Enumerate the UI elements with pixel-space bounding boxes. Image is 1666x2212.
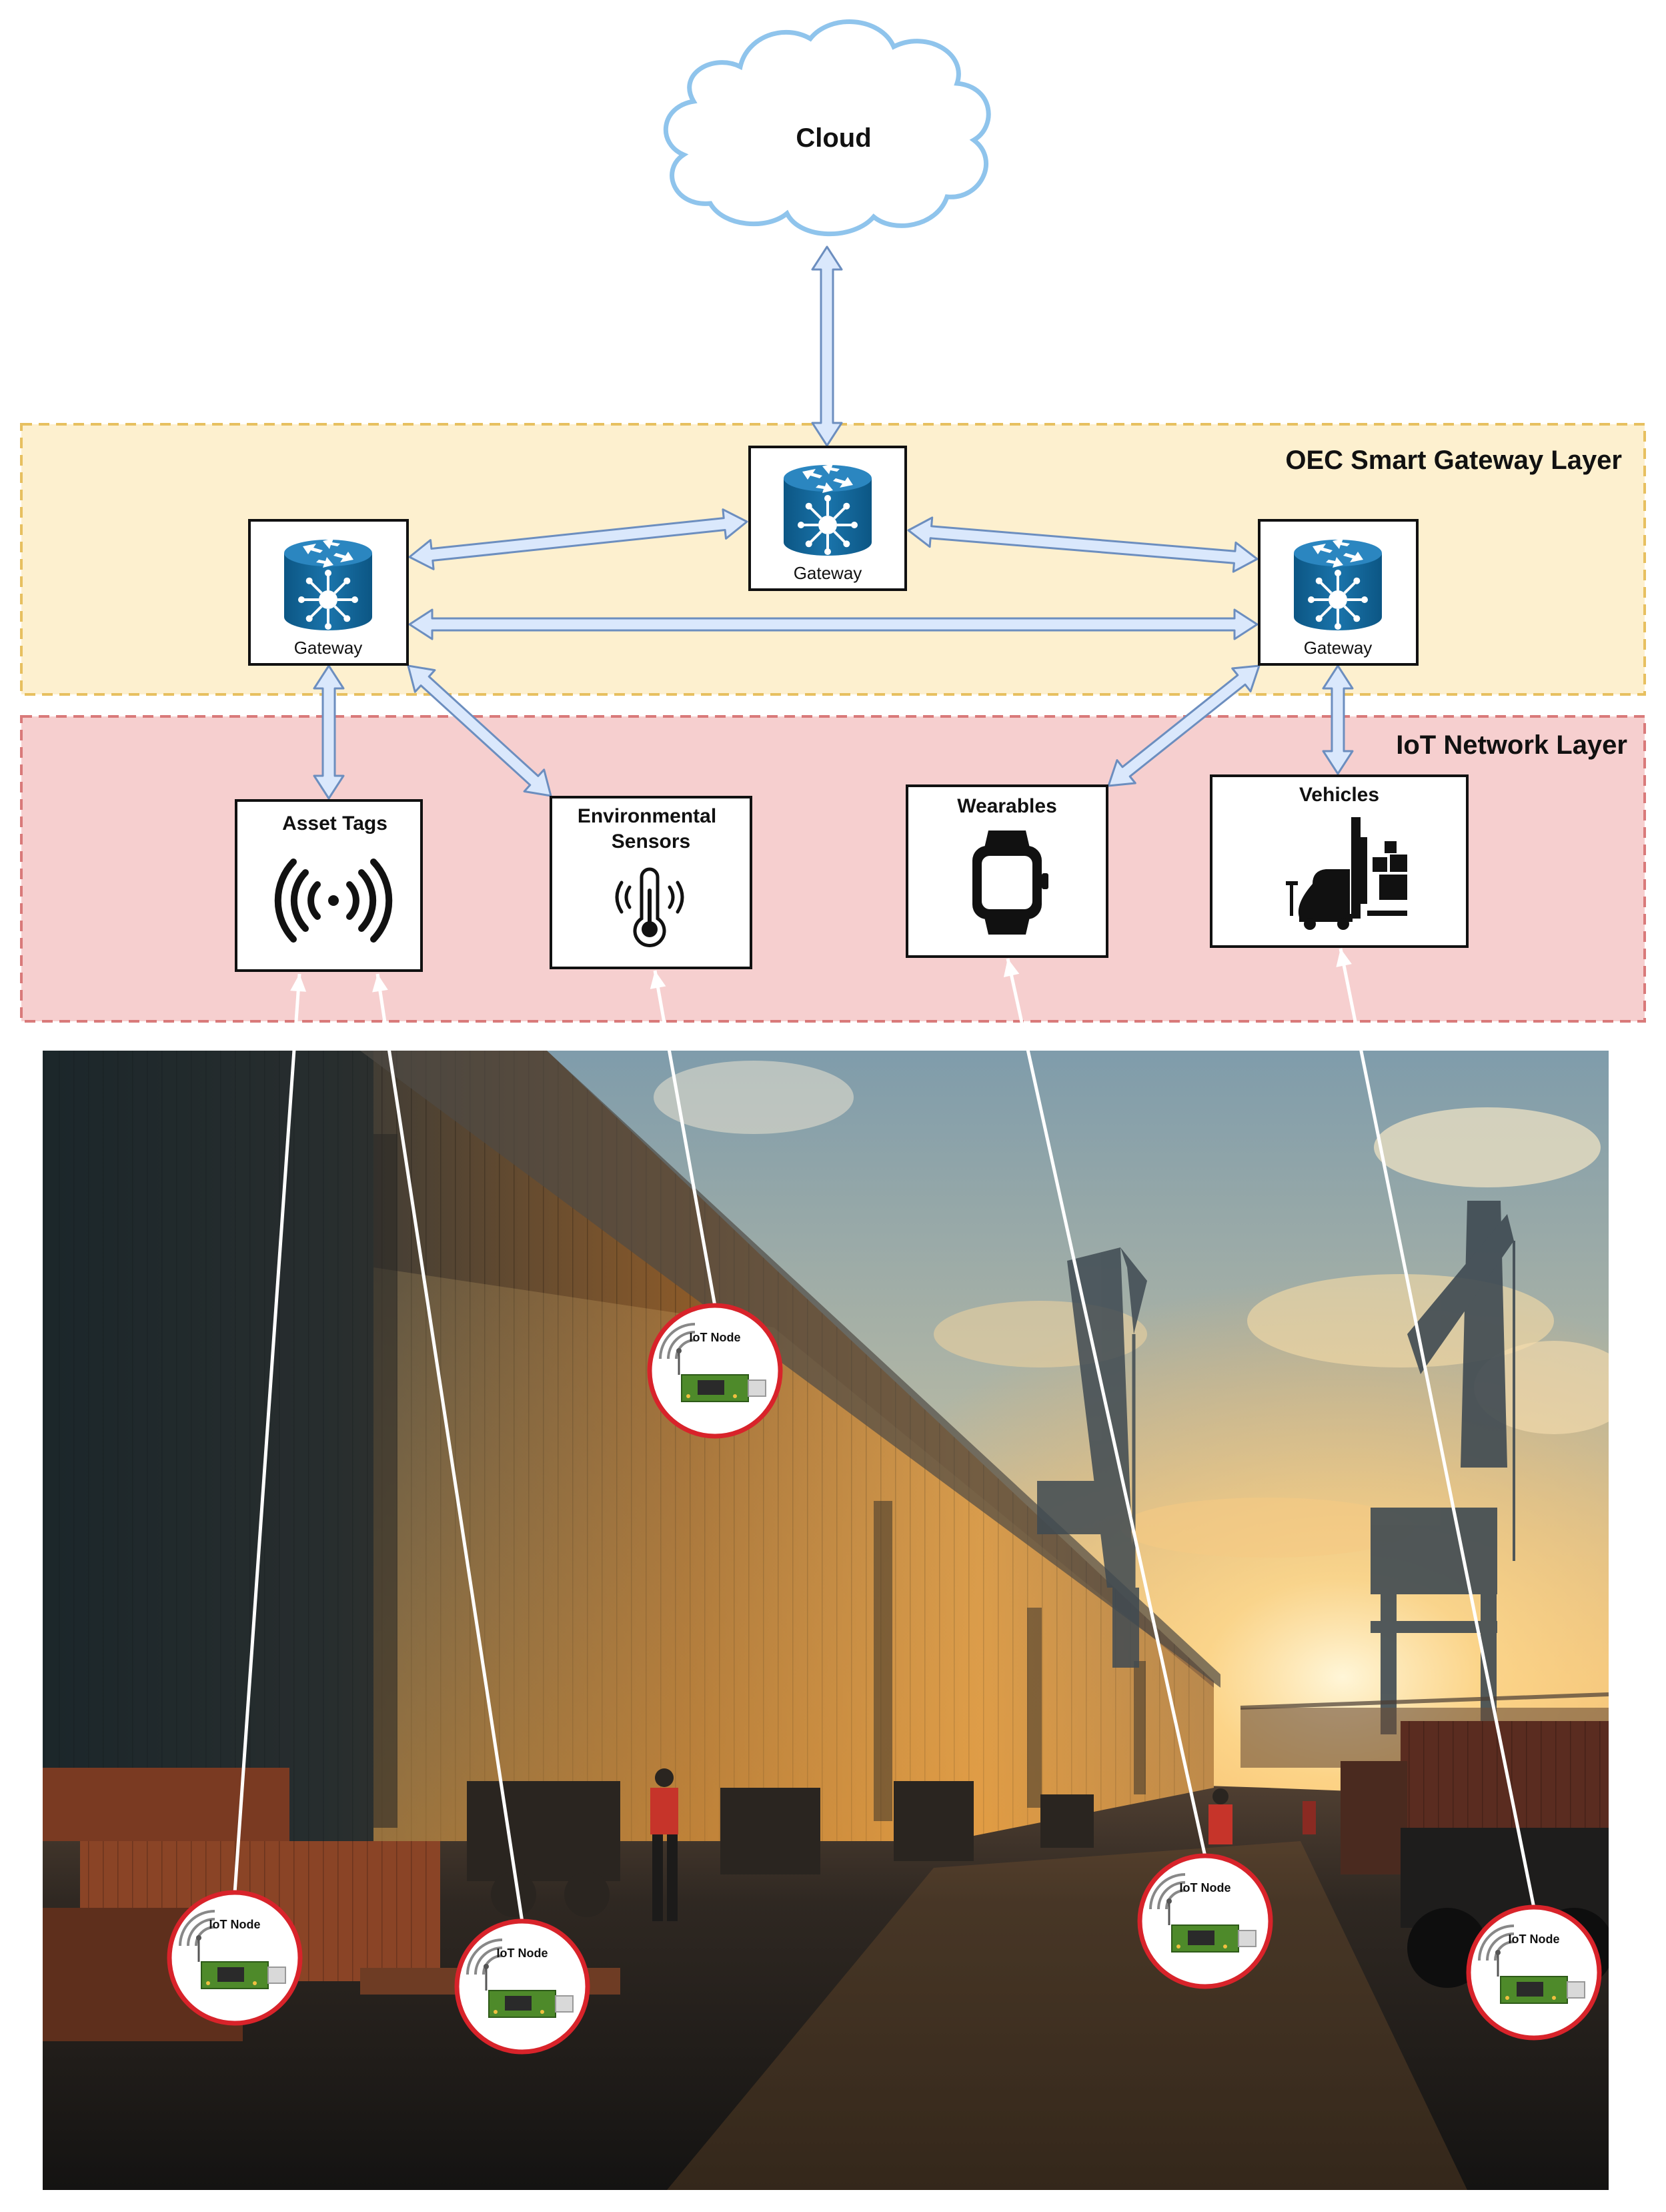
- iot-node-badge[interactable]: IoT Node: [167, 1890, 303, 2026]
- device-wearables[interactable]: Wearables: [906, 784, 1108, 958]
- iot-node-label: IoT Node: [1509, 1932, 1560, 1946]
- forklift-icon: [1286, 817, 1407, 930]
- iot-node-badge[interactable]: IoT Node: [454, 1918, 590, 2055]
- node-links: [233, 948, 1536, 1922]
- wifi-signal-icon: [1149, 1873, 1186, 1910]
- device-label: Vehicles: [1299, 784, 1379, 806]
- arrow-gwleft-gwtop: [408, 508, 748, 570]
- connection-arrows: [313, 245, 1354, 800]
- device-asset-tags[interactable]: Asset Tags: [235, 799, 423, 972]
- pcb-module-icon: [1495, 1950, 1585, 2004]
- node-link-line: [375, 973, 524, 1922]
- arrow-gwleft-gwright: [408, 608, 1259, 640]
- iot-nodes: IoT Node IoT Node: [167, 1303, 1602, 2055]
- thermometer-icon: [615, 867, 684, 947]
- iot-node-badge[interactable]: IoT Node: [647, 1303, 783, 1439]
- iot-node-label: IoT Node: [497, 1947, 548, 1960]
- device-label-line1: Environmental: [578, 805, 716, 827]
- node-link-arrowhead: [372, 974, 388, 993]
- industrial-port-photo: [43, 1051, 1609, 2190]
- iot-node-label: IoT Node: [1180, 1881, 1231, 1894]
- iot-node-label: IoT Node: [690, 1331, 741, 1344]
- wifi-signal-icon: [659, 1323, 696, 1359]
- gateway-top[interactable]: Gateway: [748, 446, 907, 591]
- node-link-line: [1006, 958, 1207, 1857]
- gateway-layer-label: OEC Smart Gateway Layer: [1285, 446, 1622, 475]
- gateway-label: Gateway: [794, 563, 862, 583]
- worker-figures: [650, 1768, 1316, 1921]
- iot-layer-label: IoT Network Layer: [1396, 730, 1627, 760]
- cloud-shape: Cloud: [663, 19, 991, 237]
- arrow-gwleft-assettags: [313, 664, 345, 800]
- device-vehicles[interactable]: Vehicles: [1210, 774, 1469, 948]
- gateway-label: Gateway: [294, 638, 363, 658]
- gateway-right[interactable]: Gateway: [1258, 519, 1419, 666]
- router-icon: [1294, 538, 1382, 630]
- node-link-line: [653, 970, 717, 1307]
- node-link-arrowhead: [1003, 959, 1020, 977]
- iot-node-badge[interactable]: IoT Node: [1466, 1904, 1602, 2041]
- gateway-label: Gateway: [1304, 638, 1373, 658]
- device-label-line2: Sensors: [612, 831, 690, 853]
- arrow-cloud-gateway: [811, 245, 843, 447]
- pcb-module-icon: [676, 1348, 766, 1402]
- node-link-arrowhead: [1336, 949, 1352, 967]
- pcb-module-icon: [1166, 1898, 1257, 1953]
- device-label: Asset Tags: [282, 812, 387, 835]
- node-link-arrowhead: [650, 971, 666, 989]
- gateway-left[interactable]: Gateway: [248, 519, 409, 666]
- device-environmental-sensors[interactable]: Environmental Sensors: [550, 796, 752, 969]
- pcb-module-icon: [484, 1964, 574, 2018]
- cloud-label: Cloud: [796, 123, 871, 153]
- router-icon: [784, 464, 872, 556]
- router-icon: [284, 538, 372, 630]
- machinery: [467, 1781, 1094, 1917]
- iot-node-label: IoT Node: [209, 1918, 261, 1931]
- pcb-module-icon: [196, 1935, 286, 1989]
- node-link-line: [1339, 948, 1536, 1908]
- crane-left: [1037, 1247, 1147, 1668]
- wireless-signal-icon: [274, 859, 393, 943]
- arrow-gwright-vehicles: [1322, 664, 1354, 775]
- device-label: Wearables: [957, 795, 1057, 817]
- wifi-signal-icon: [179, 1910, 215, 1947]
- smartwatch-icon: [972, 831, 1048, 935]
- wifi-signal-icon: [466, 1939, 503, 1975]
- node-link-arrowhead: [290, 974, 307, 992]
- wifi-signal-icon: [1478, 1924, 1515, 1961]
- arrow-gwtop-gwright: [907, 516, 1259, 573]
- iot-node-badge[interactable]: IoT Node: [1137, 1853, 1273, 1989]
- node-link-line: [233, 973, 301, 1894]
